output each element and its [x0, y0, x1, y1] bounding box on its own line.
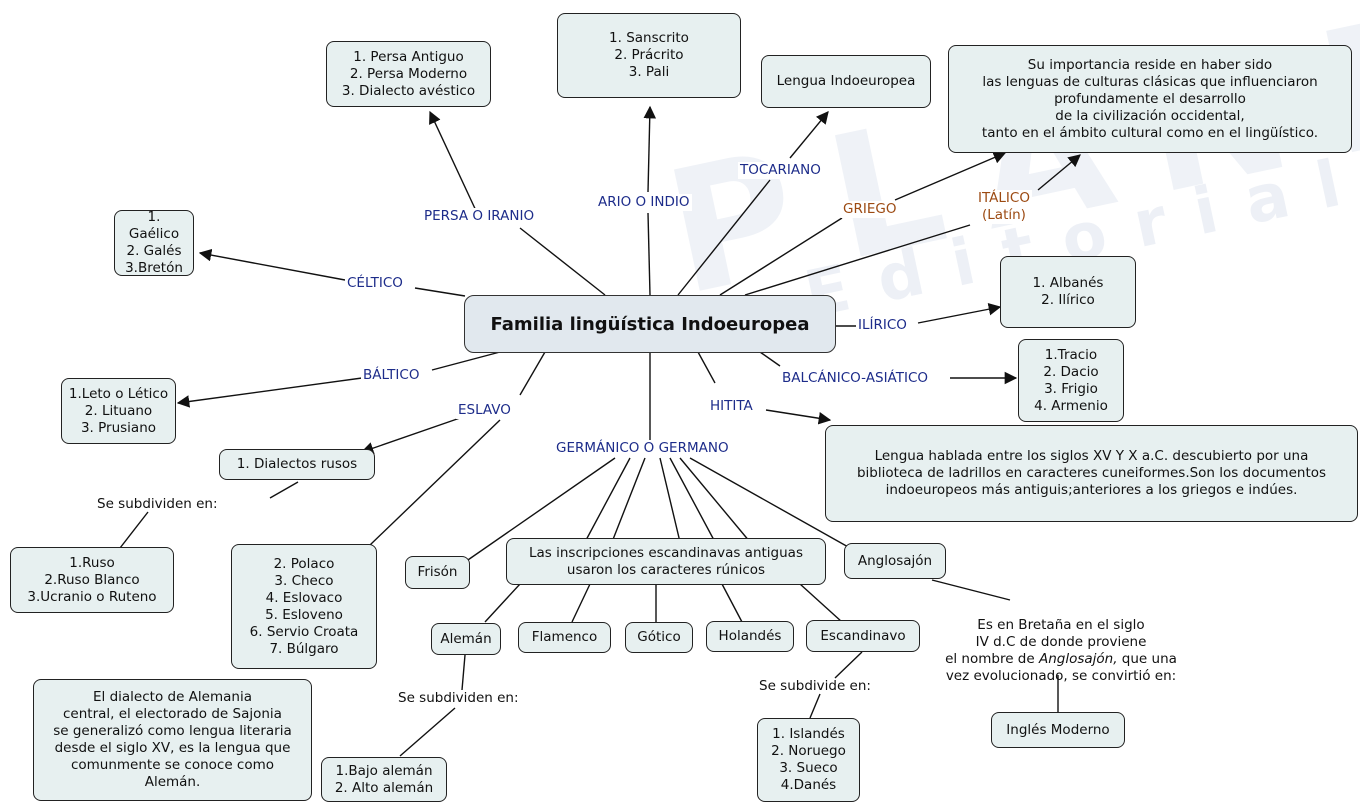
link-subdivide-escandinavo: Se subdivide en: — [759, 678, 871, 694]
holandes-box[interactable]: Holandés — [706, 621, 794, 652]
sanscrito-box[interactable]: 1. Sanscrito 2. Prácrito 3. Pali — [557, 13, 741, 98]
ilirico-box[interactable]: 1. Albanés 2. Ilírico — [1000, 256, 1136, 328]
label-balcanico: BALCÁNICO-ASIÁTICO — [780, 370, 931, 387]
aleman-box[interactable]: Alemán — [431, 623, 501, 655]
label-ario: ARIO O INDIO — [596, 194, 692, 211]
central-node[interactable]: Familia lingüística Indoeuropea — [464, 295, 836, 353]
alemania-box[interactable]: El dialecto de Alemania central, el elec… — [33, 679, 312, 801]
link-bretana-italic: Anglosajón, — [1038, 651, 1118, 667]
label-baltico: BÁLTICO — [361, 367, 422, 384]
label-griego: GRIEGO — [841, 201, 899, 218]
ruso-box[interactable]: 1.Ruso 2.Ruso Blanco 3.Ucranio o Ruteno — [10, 547, 174, 613]
escandinavo-list-box[interactable]: 1. Islandés 2. Noruego 3. Sueco 4.Danés — [757, 718, 860, 802]
frison-box[interactable]: Frisón — [405, 556, 470, 589]
label-germanico: GERMÁNICO O GERMANO — [554, 440, 731, 457]
label-ilirico: ILÍRICO — [856, 317, 909, 334]
link-bretana-pre: Es en Bretaña en el siglo IV d.C de dond… — [945, 617, 1147, 667]
eslavo-list-box[interactable]: 2. Polaco 3. Checo 4. Eslovaco 5. Eslove… — [231, 544, 377, 669]
hitita-box[interactable]: Lengua hablada entre los siglos XV Y X a… — [825, 425, 1358, 522]
ingles-moderno-box[interactable]: Inglés Moderno — [991, 712, 1125, 748]
link-bretana-post: que una vez evolucionado, se convirtió e… — [945, 651, 1177, 684]
bajo-aleman-box[interactable]: 1.Bajo alemán 2. Alto alemán — [321, 757, 447, 802]
baltico-box[interactable]: 1.Leto o Lético 2. Lituano 3. Prusiano — [61, 378, 176, 444]
label-tocariano: TOCARIANO — [738, 162, 823, 179]
label-hitita: HITITA — [708, 398, 755, 415]
dialectos-rusos-box[interactable]: 1. Dialectos rusos — [219, 449, 375, 480]
label-eslavo: ESLAVO — [456, 402, 513, 419]
runicos-box[interactable]: Las inscripciones escandinavas antiguas … — [506, 538, 826, 585]
label-italico: ITÁLICO (Latín) — [976, 190, 1032, 224]
flamenco-box[interactable]: Flamenco — [518, 622, 611, 653]
tocariano-box[interactable]: Lengua Indoeuropea — [761, 55, 931, 108]
persa-languages-box[interactable]: 1. Persa Antiguo 2. Persa Moderno 3. Dia… — [326, 41, 491, 107]
anglosajon-box[interactable]: Anglosajón — [844, 543, 946, 579]
escandinavo-box[interactable]: Escandinavo — [806, 620, 920, 652]
celtico-box[interactable]: 1. Gaélico 2. Galés 3.Bretón — [114, 209, 194, 276]
link-subdividen-aleman: Se subdividen en: — [398, 690, 519, 706]
link-subdividen-ruso: Se subdividen en: — [97, 496, 218, 512]
label-celtico: CÉLTICO — [345, 275, 405, 292]
link-bretana: Es en Bretaña en el siglo IV d.C de dond… — [925, 600, 1197, 685]
gotico-box[interactable]: Gótico — [625, 622, 693, 653]
label-persa: PERSA O IRANIO — [422, 208, 537, 225]
balcanico-box[interactable]: 1.Tracio 2. Dacio 3. Frigio 4. Armenio — [1018, 339, 1124, 422]
importancia-box[interactable]: Su importancia reside en haber sido las … — [948, 45, 1352, 153]
